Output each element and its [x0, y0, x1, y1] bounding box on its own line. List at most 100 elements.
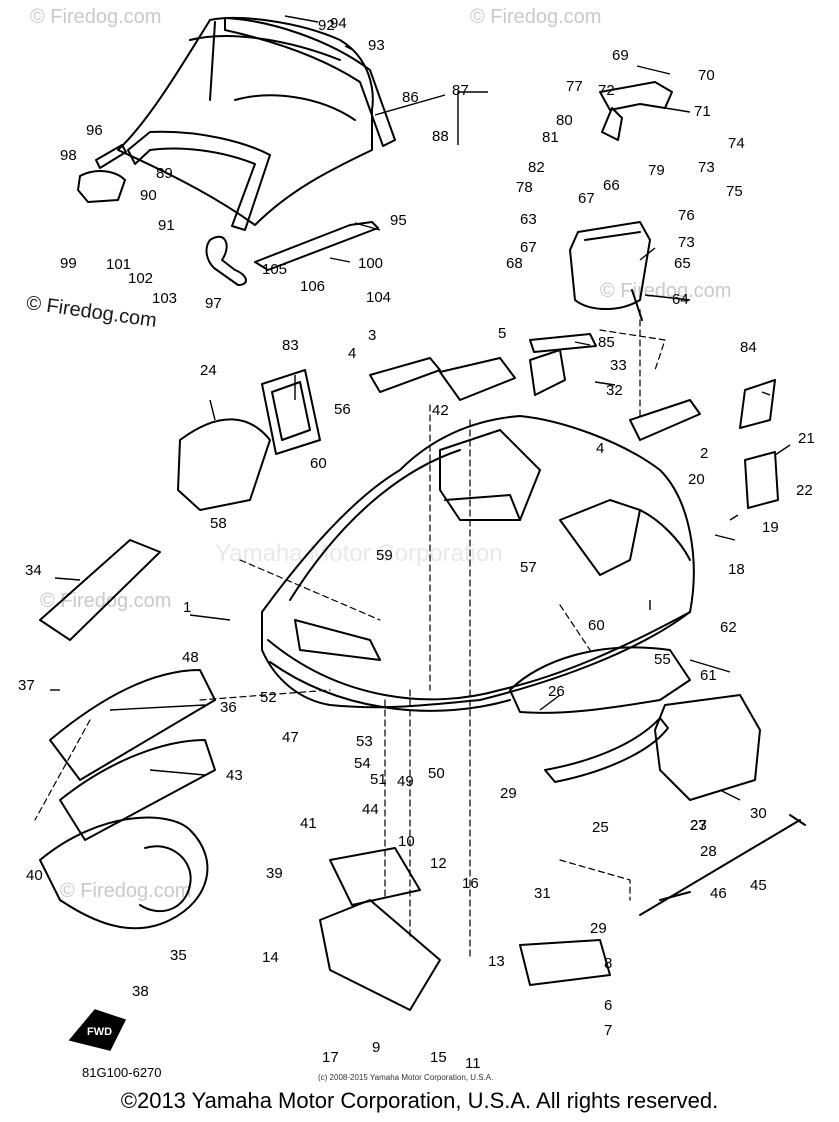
panel-36	[49, 669, 216, 781]
part-callout-72: 72	[598, 82, 615, 99]
part-callout-8: 8	[604, 955, 612, 972]
part-callout-16: 16	[462, 875, 479, 892]
part-callout-47: 47	[282, 729, 299, 746]
part-callout-36: 36	[220, 699, 237, 716]
headlight-housing	[569, 221, 651, 321]
part-callout-73: 73	[678, 234, 695, 251]
watermark-center: Yamaha Motor Corporation	[215, 540, 503, 567]
part-callout-79: 79	[648, 162, 665, 179]
part-callout-41: 41	[300, 815, 317, 832]
bracket-21	[744, 451, 779, 509]
part-callout-10: 10	[398, 833, 415, 850]
part-callout-80: 80	[556, 112, 573, 129]
part-callout-25: 25	[592, 819, 609, 836]
part-callout-88: 88	[432, 128, 449, 145]
part-callout-64: 64	[672, 291, 689, 308]
part-callout-42: 42	[432, 402, 449, 419]
part-callout-91: 91	[158, 217, 175, 234]
watermark-top-center: © Firedog.com	[470, 6, 602, 28]
part-callout-1: 1	[183, 599, 191, 616]
callout-leaders	[50, 15, 791, 801]
plate-10	[329, 847, 421, 906]
part-callout-60: 60	[310, 455, 327, 472]
part-callout-86: 86	[402, 89, 419, 106]
plate-83	[739, 379, 776, 429]
part-callout-46: 46	[710, 885, 727, 902]
part-callout-75: 75	[726, 183, 743, 200]
hood	[261, 415, 695, 712]
part-callout-90: 90	[140, 187, 157, 204]
part-callout-93: 93	[368, 37, 385, 54]
vent-33	[529, 349, 566, 396]
part-callout-30: 30	[750, 805, 767, 822]
footer-copyright: ©2013 Yamaha Motor Corporation, U.S.A. A…	[120, 1088, 719, 1113]
part-callout-6: 6	[604, 997, 612, 1014]
windshield-clip	[95, 144, 127, 169]
part-callout-68: 68	[506, 255, 523, 272]
windshield-trim	[224, 17, 396, 147]
part-callout-17: 17	[322, 1049, 339, 1066]
part-callout-38: 38	[132, 983, 149, 1000]
rod-46	[659, 891, 691, 901]
part-callout-4: 4	[596, 440, 604, 457]
part-callout-40: 40	[26, 867, 43, 884]
part-callout-13: 13	[488, 953, 505, 970]
part-callout-58: 58	[210, 515, 227, 532]
part-callout-85: 85	[598, 334, 615, 351]
small-copyright: (c) 2008-2015 Yamaha Motor Corporation, …	[318, 1073, 494, 1082]
part-callout-97: 97	[205, 295, 222, 312]
part-callout-74: 74	[728, 135, 745, 152]
part-callout-63: 63	[520, 211, 537, 228]
part-callout-84: 84	[740, 339, 757, 356]
watermark-top-right: © Firedog.com	[600, 280, 732, 302]
part-callout-20: 20	[688, 471, 705, 488]
part-callout-28: 28	[700, 843, 717, 860]
part-callout-52: 52	[260, 689, 277, 706]
part-callout-50: 50	[428, 765, 445, 782]
part-callout-100: 100	[358, 255, 383, 272]
part-callout-99: 99	[60, 255, 77, 272]
part-callout-5: 5	[498, 325, 506, 342]
part-callout-15: 15	[430, 1049, 447, 1066]
part-callout-92: 92	[318, 17, 335, 34]
watermark-low-left: © Firedog.com	[60, 880, 192, 902]
part-callout-60: 60	[588, 617, 605, 634]
part-callout-95: 95	[390, 212, 407, 229]
part-callout-61: 61	[700, 667, 717, 684]
part-callout-11: 11	[465, 1055, 481, 1072]
part-callout-54: 54	[354, 755, 371, 772]
side-cover	[509, 646, 691, 714]
part-callout-81: 81	[542, 129, 559, 146]
part-callout-69: 69	[612, 47, 629, 64]
part-callout-29: 29	[500, 785, 517, 802]
part-callout-18: 18	[728, 561, 745, 578]
part-callout-31: 31	[534, 885, 551, 902]
part-callout-29: 29	[590, 920, 607, 937]
part-callout-87: 87	[452, 82, 469, 99]
part-callout-98: 98	[60, 147, 77, 164]
gasket-84	[529, 333, 597, 353]
part-callout-33: 33	[610, 357, 627, 374]
part-callout-104: 104	[366, 289, 391, 306]
part-callout-70: 70	[698, 67, 715, 84]
panel-34	[39, 539, 161, 641]
watermark-top-left: © Firedog.com	[30, 6, 162, 28]
part-callout-103: 103	[152, 290, 177, 307]
part-callout-24: 24	[200, 362, 217, 379]
part-callout-2: 2	[700, 445, 708, 462]
part-callout-32: 32	[606, 382, 623, 399]
part-callout-14: 14	[262, 949, 279, 966]
part-callout-53: 53	[356, 733, 373, 750]
part-callout-77: 77	[566, 78, 583, 95]
box-8	[519, 939, 611, 986]
part-callout-101: 101	[106, 256, 131, 273]
vent-3	[369, 357, 441, 393]
part-callout-67: 67	[520, 239, 537, 256]
part-callout-43: 43	[226, 767, 243, 784]
part-callout-49: 49	[397, 773, 414, 790]
part-callout-56: 56	[334, 401, 351, 418]
vent-2	[629, 399, 701, 441]
windshield-bracket	[205, 235, 247, 286]
part-callout-62: 62	[720, 619, 737, 636]
